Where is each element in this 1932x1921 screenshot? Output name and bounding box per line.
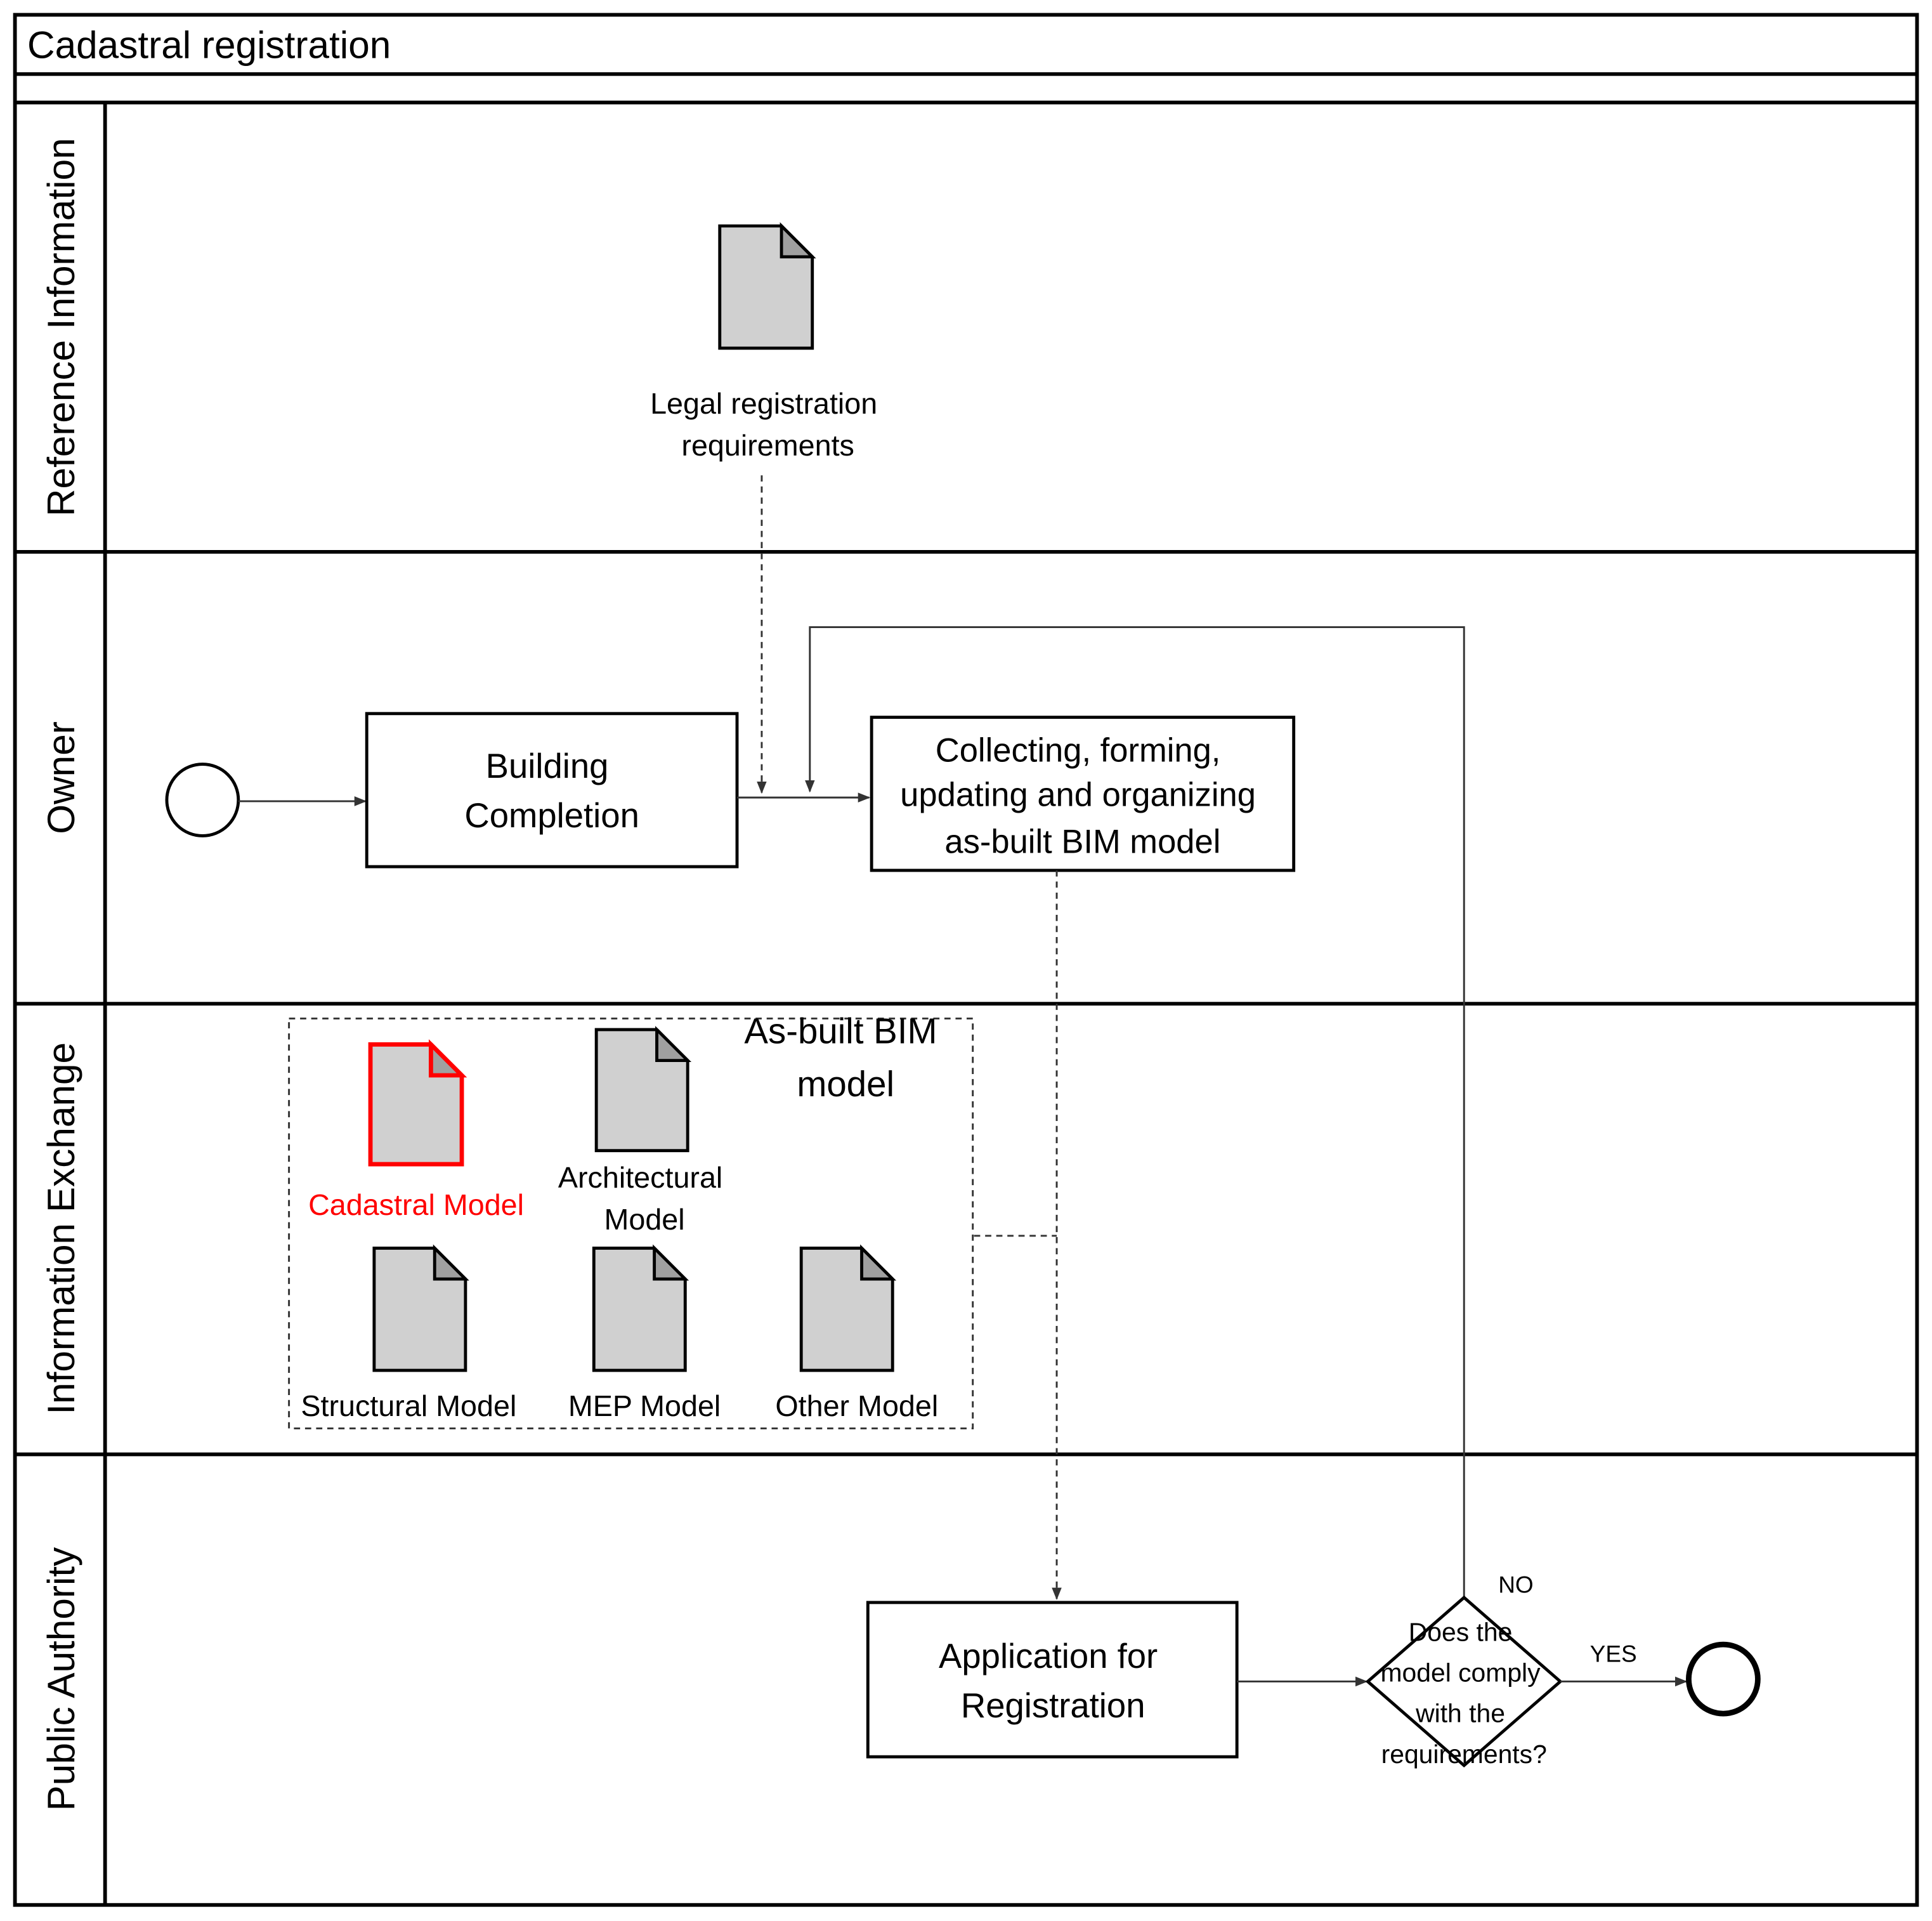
cadastral-model-document-icon [368,1039,467,1167]
document-icon [718,222,816,350]
other-model-label: Other Model [775,1389,938,1422]
group-as-built-bim-model [288,1018,974,1429]
cadastral-model-label: Cadastral Model [308,1188,524,1221]
legal-requirements-label: Legal registration requirements [650,387,885,462]
lane-owner: Owner [39,721,82,834]
no-label: NO [1498,1571,1533,1597]
mep-model-document-icon [592,1244,689,1372]
lane-public-authority: Public Authority [39,1547,82,1811]
other-model-document-icon [799,1244,897,1372]
architectural-model-document-icon [594,1026,692,1153]
pool-frame [13,13,1919,1907]
gateway-compliance-check[interactable] [1365,1595,1563,1768]
structural-model-document-icon [372,1244,469,1372]
task-collecting-bim-model[interactable] [870,716,1296,872]
gateway-label: Does the model comply with the requireme… [1381,1617,1548,1769]
task-application-for-registration[interactable] [866,1601,1239,1759]
task-application-label: Application for Registration [939,1637,1167,1725]
task-building-completion[interactable] [365,712,739,869]
lane-reference-information: Reference Information [39,138,82,516]
start-event [165,763,240,837]
group-label: As-built BIM model [744,1011,947,1104]
structural-model-label: Structural Model [301,1389,516,1422]
pool-title: Cadastral registration [27,23,391,66]
flow-no-loop [805,626,1465,1598]
lane-information-exchange: Information Exchange [39,1042,82,1415]
end-event [1686,1641,1761,1717]
architectural-model-label: Architectural Model [558,1161,731,1236]
task-building-completion-label: Building Completion [464,747,639,835]
mep-model-label: MEP Model [568,1389,721,1422]
yes-label: YES [1590,1641,1637,1667]
task-collecting-label: Collecting, forming, updating and organi… [900,732,1265,861]
